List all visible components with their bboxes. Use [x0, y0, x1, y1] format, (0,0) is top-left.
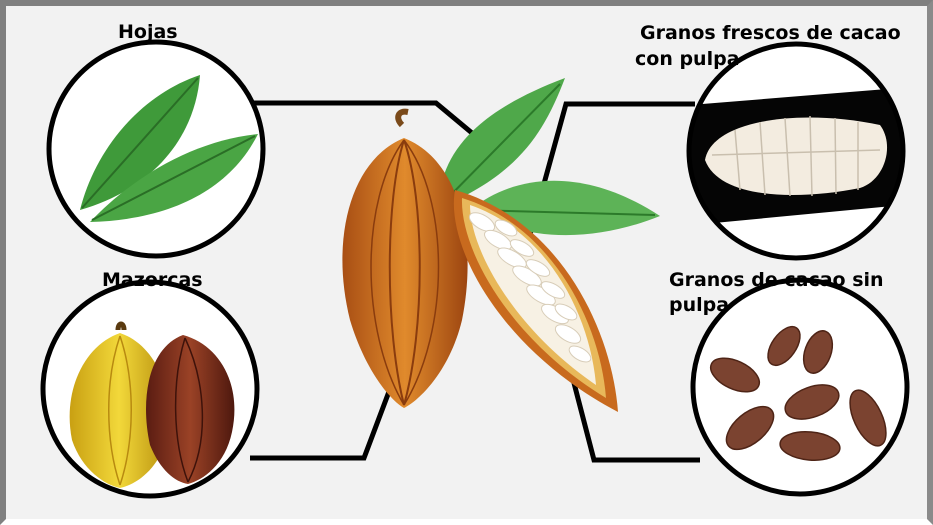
connector-pods: [250, 365, 399, 458]
pods-circle: [43, 282, 257, 496]
label-dry-beans-line1: Granos de cacao sin: [669, 269, 884, 291]
label-fresh-beans-line2: con pulpa: [635, 48, 740, 70]
leaves-circle: [49, 42, 263, 256]
connector-leaves: [252, 103, 490, 148]
fresh-beans-photo: [690, 88, 903, 225]
label-pods: Mazorcas: [102, 269, 203, 291]
label-dry-beans-line2: pulpa: [669, 294, 729, 316]
label-leaves: Hojas: [118, 21, 178, 43]
label-fresh-beans-line1: Granos frescos de cacao: [640, 22, 901, 44]
central-closed-pod: [342, 112, 467, 408]
fresh-beans-circle: [689, 44, 903, 258]
